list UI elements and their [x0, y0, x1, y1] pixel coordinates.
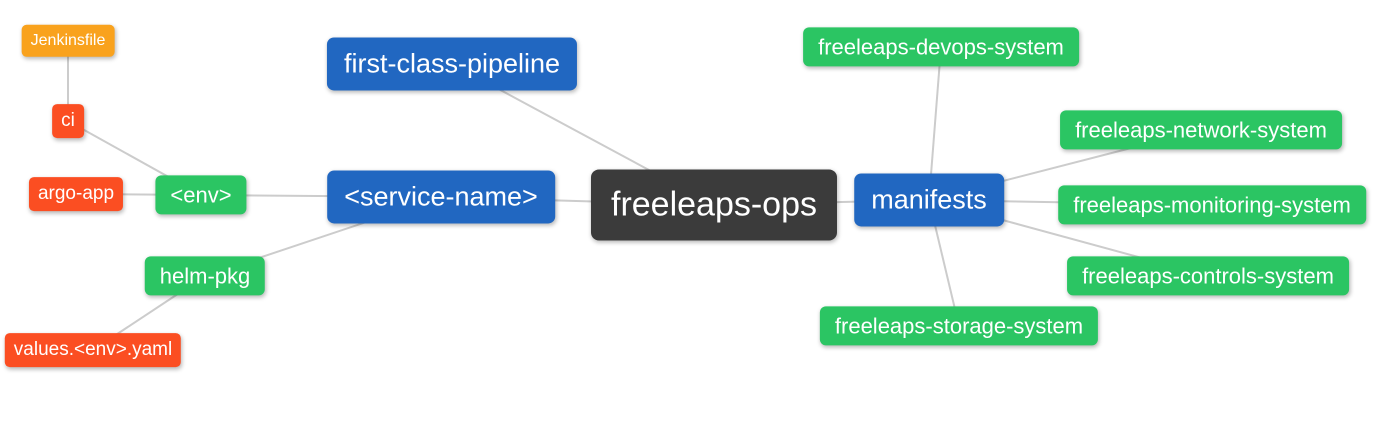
node-freeleaps-controls-system[interactable]: freeleaps-controls-system: [1067, 256, 1349, 296]
node-freeleaps-storage-system[interactable]: freeleaps-storage-system: [819, 306, 1099, 346]
node-service-name[interactable]: <service-name>: [327, 170, 555, 224]
node-manifests[interactable]: manifests: [854, 173, 1004, 227]
node-freeleaps-devops-system[interactable]: freeleaps-devops-system: [803, 27, 1079, 67]
node-argo-app[interactable]: argo-app: [28, 177, 124, 211]
node-freeleaps-network-system[interactable]: freeleaps-network-system: [1060, 110, 1342, 150]
node-ci[interactable]: ci: [52, 104, 84, 138]
node-freeleaps-monitoring-system[interactable]: freeleaps-monitoring-system: [1058, 185, 1366, 225]
node-freeleaps-ops[interactable]: freeleaps-ops: [590, 169, 838, 241]
node-helm-pkg[interactable]: helm-pkg: [144, 256, 266, 296]
node-first-class-pipeline[interactable]: first-class-pipeline: [326, 37, 578, 91]
node-env[interactable]: <env>: [155, 175, 247, 215]
node-values-env-yaml[interactable]: values.<env>.yaml: [4, 333, 182, 367]
node-jenkinsfile[interactable]: Jenkinsfile: [21, 24, 115, 58]
